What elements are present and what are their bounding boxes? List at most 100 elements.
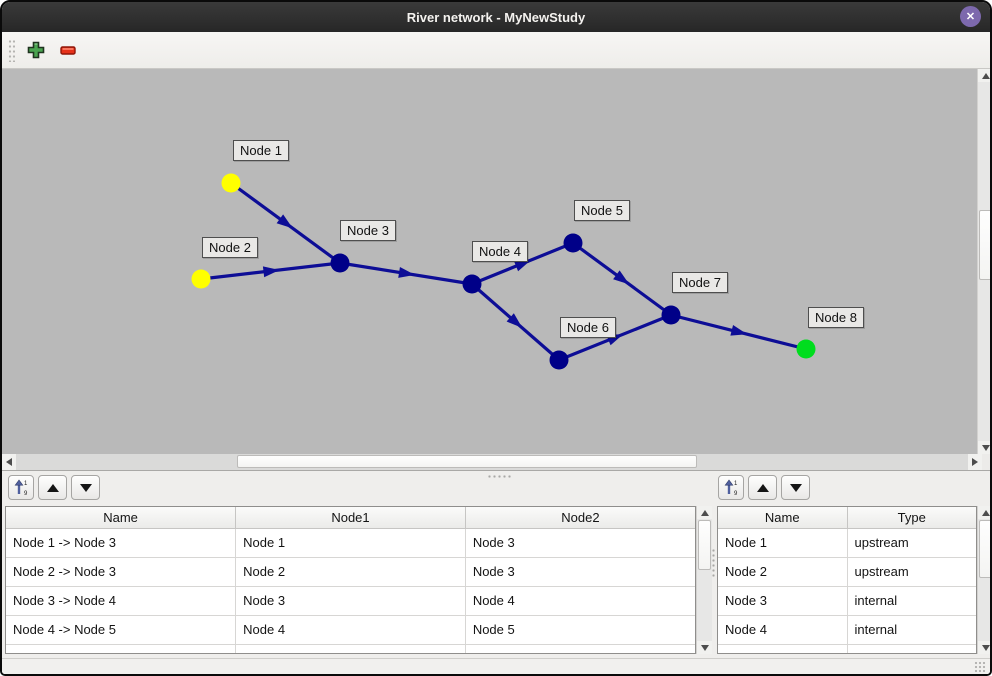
table-cell[interactable]: upstream — [846, 527, 976, 558]
table-cell[interactable]: Node 3 — [235, 585, 466, 616]
status-bar — [2, 658, 990, 674]
table-cell[interactable]: Node 5 — [464, 614, 695, 645]
river-node[interactable] — [330, 253, 350, 273]
move-branch-down-button[interactable] — [71, 475, 100, 500]
titlebar: River network - MyNewStudy ✕ — [2, 2, 990, 32]
river-network-svg — [191, 173, 816, 370]
column-header[interactable]: Node1 — [235, 507, 466, 529]
river-node[interactable] — [462, 274, 482, 294]
branches-table-scrollbar[interactable] — [696, 506, 712, 654]
column-header[interactable]: Name — [718, 507, 848, 529]
table-cell[interactable]: Node 3 -> Node 4 — [6, 585, 237, 616]
table-cell[interactable]: Node 2 — [718, 556, 848, 587]
close-button[interactable]: ✕ — [960, 6, 981, 27]
scroll-down-button[interactable] — [978, 441, 990, 454]
down-triangle-icon — [789, 483, 802, 492]
scroll-down-button[interactable] — [697, 641, 712, 654]
node-label: Node 1 — [233, 140, 289, 161]
canvas-horizontal-scrollbar[interactable] — [2, 454, 982, 470]
arrow-down-icon — [700, 644, 709, 651]
window-title: River network - MyNewStudy — [406, 9, 586, 25]
column-header[interactable]: Node2 — [464, 507, 695, 529]
down-triangle-icon — [79, 483, 92, 492]
arrow-down-icon — [981, 444, 990, 451]
scroll-up-button[interactable] — [978, 506, 990, 519]
horizontal-splitter-handle-icon[interactable] — [486, 473, 512, 478]
scroll-down-button[interactable] — [978, 641, 990, 654]
table-cell[interactable]: Node 1 — [718, 527, 848, 558]
nodes-table-scrollbar[interactable] — [977, 506, 990, 654]
horizontal-scroll-thumb[interactable] — [237, 455, 697, 468]
node-label: Node 7 — [672, 272, 728, 293]
vertical-scroll-thumb[interactable] — [698, 520, 711, 570]
canvas-vertical-scrollbar[interactable] — [977, 69, 990, 454]
table-cell[interactable]: Node 1 -> Node 3 — [6, 527, 237, 558]
sort-branches-button[interactable]: 1 9 — [8, 475, 34, 500]
table-cell[interactable]: Node 2 — [235, 556, 466, 587]
river-node[interactable] — [661, 305, 681, 325]
move-node-up-button[interactable] — [748, 475, 777, 500]
vertical-scroll-thumb[interactable] — [979, 210, 990, 280]
flow-direction-arrow-icon — [506, 313, 523, 328]
arrow-down-icon — [981, 644, 990, 651]
scrollbar-corner — [982, 454, 990, 470]
table-cell[interactable]: internal — [846, 585, 976, 616]
up-triangle-icon — [756, 483, 769, 492]
sort-ascending-icon: 1 9 — [724, 479, 738, 496]
sort-nodes-button[interactable]: 1 9 — [718, 475, 744, 500]
table-cell[interactable]: Node 4 — [235, 614, 466, 645]
move-branch-up-button[interactable] — [38, 475, 67, 500]
table-cell[interactable]: Node 4 -> Node 5 — [6, 614, 237, 645]
toolbar — [2, 32, 990, 69]
river-node[interactable] — [191, 269, 211, 289]
flow-direction-arrow-icon — [398, 266, 415, 278]
arrow-up-icon — [981, 72, 990, 79]
table-cell[interactable]: internal — [846, 614, 976, 645]
river-node[interactable] — [549, 350, 569, 370]
add-node-icon — [27, 41, 45, 59]
remove-node-icon — [60, 46, 76, 55]
flow-direction-arrow-icon — [513, 260, 531, 272]
column-header[interactable]: Name — [6, 507, 237, 529]
flow-direction-arrow-icon — [262, 266, 280, 278]
table-cell[interactable]: Node 4 — [718, 614, 848, 645]
table-cell[interactable]: Node 4 — [464, 585, 695, 616]
river-node[interactable] — [796, 339, 816, 359]
table-cell[interactable]: upstream — [846, 556, 976, 587]
column-header[interactable]: Type — [846, 507, 976, 529]
river-node[interactable] — [563, 233, 583, 253]
table-cell[interactable]: Node 1 — [235, 527, 466, 558]
remove-node-button[interactable] — [55, 37, 81, 63]
river-node[interactable] — [221, 173, 241, 193]
panel-divider-handle-icon[interactable] — [711, 548, 716, 578]
window-resize-grip-icon[interactable] — [974, 661, 986, 673]
table-cell[interactable]: Node 3 — [718, 585, 848, 616]
scroll-right-button[interactable] — [968, 454, 982, 470]
node-label: Node 2 — [202, 237, 258, 258]
vertical-scroll-thumb[interactable] — [979, 520, 990, 578]
scroll-up-button[interactable] — [978, 69, 990, 82]
up-triangle-icon — [46, 483, 59, 492]
table-cell[interactable]: Node 2 -> Node 3 — [6, 556, 237, 587]
scroll-up-button[interactable] — [697, 506, 712, 519]
move-node-down-button[interactable] — [781, 475, 810, 500]
table-cell[interactable]: Node 3 — [464, 527, 695, 558]
toolbar-drag-handle-icon[interactable] — [7, 38, 15, 62]
add-node-button[interactable] — [23, 37, 49, 63]
table-row-empty — [718, 643, 976, 653]
table-cell[interactable]: Node 3 — [464, 556, 695, 587]
scroll-left-button[interactable] — [2, 454, 16, 470]
